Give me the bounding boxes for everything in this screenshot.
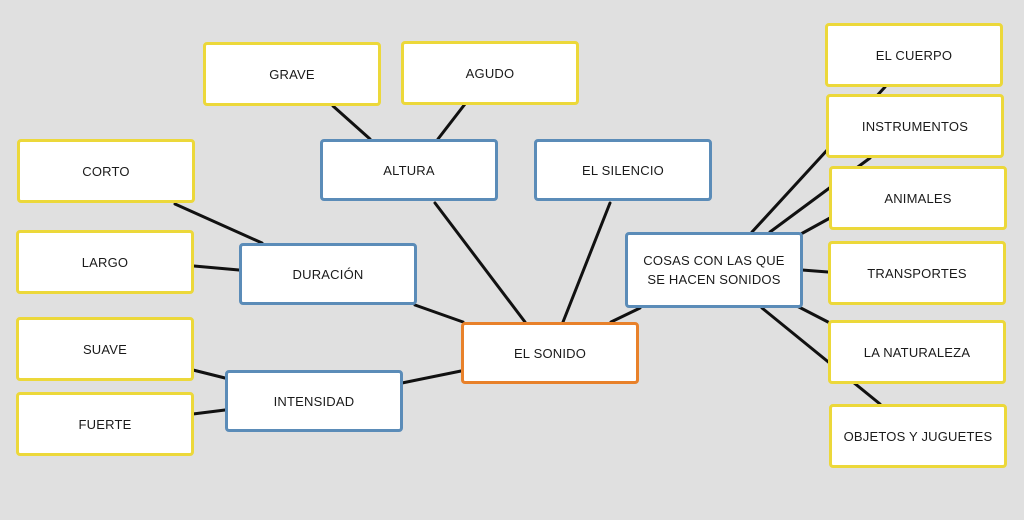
node-duracion: DURACIÓN xyxy=(239,243,417,305)
connector-root-cosas xyxy=(609,306,642,324)
node-suave: SUAVE xyxy=(16,317,194,381)
connector-duracion-largo xyxy=(192,264,241,272)
node-el-cuerpo: EL CUERPO xyxy=(825,23,1003,87)
node-cosas-con-las-que-se-hacen-sonidos: COSAS CON LAS QUE SE HACEN SONIDOS xyxy=(625,232,803,308)
node-animales: ANIMALES xyxy=(829,166,1007,230)
connector-root-silencio xyxy=(561,201,612,324)
node-transportes: TRANSPORTES xyxy=(828,241,1006,305)
connector-intensidad-fuerte xyxy=(191,408,227,416)
connector-root-altura xyxy=(433,201,527,324)
node-fuerte: FUERTE xyxy=(16,392,194,456)
connector-cosas-naturaleza xyxy=(793,303,830,324)
connector-cosas-objetos xyxy=(760,306,882,406)
node-corto: CORTO xyxy=(17,139,195,203)
connector-intensidad-suave xyxy=(191,368,227,380)
node-la-naturaleza: LA NATURALEZA xyxy=(828,320,1006,384)
node-el-silencio: EL SILENCIO xyxy=(534,139,712,201)
connector-altura-grave xyxy=(331,104,372,141)
connector-root-duracion xyxy=(413,303,465,324)
node-agudo: AGUDO xyxy=(401,41,579,105)
node-largo: LARGO xyxy=(16,230,194,294)
node-altura: ALTURA xyxy=(320,139,498,201)
node-el-sonido: EL SONIDO xyxy=(461,322,639,384)
node-intensidad: INTENSIDAD xyxy=(225,370,403,432)
connector-altura-agudo xyxy=(436,102,467,141)
node-grave: GRAVE xyxy=(203,42,381,106)
node-instrumentos: INSTRUMENTOS xyxy=(826,94,1004,158)
connector-cosas-transportes xyxy=(800,268,830,274)
connector-root-intensidad xyxy=(400,369,463,385)
node-objetos-y-juguetes: OBJETOS Y JUGUETES xyxy=(829,404,1007,468)
connector-duracion-corto xyxy=(173,202,264,245)
